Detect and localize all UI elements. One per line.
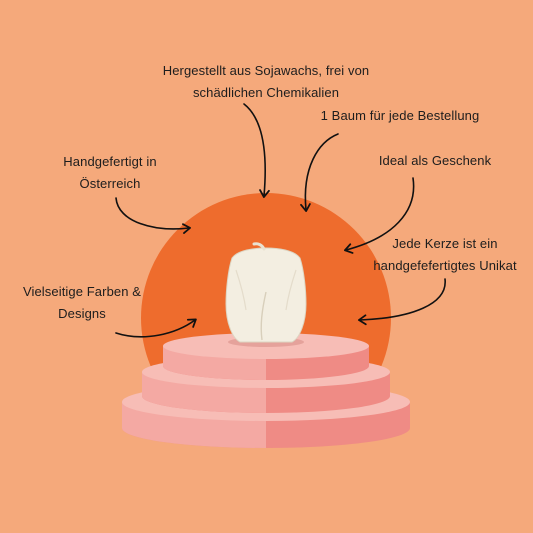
arrow-icon (344, 177, 415, 254)
arrow-icon (357, 278, 446, 326)
label-unikat: Jede Kerze ist ein handgefefertigtes Uni… (370, 233, 520, 277)
label-geschenk: Ideal als Geschenk (360, 150, 510, 172)
pedestal (122, 333, 410, 448)
arrow-icon (115, 318, 197, 338)
label-line: handgefefertigtes Unikat (373, 258, 517, 273)
label-line: Ideal als Geschenk (378, 153, 492, 168)
label-farben: Vielseitige Farben & Designs (12, 281, 152, 325)
label-line: Handgefertigt in (63, 154, 157, 169)
candle-icon (225, 242, 307, 347)
pedestal-tier-top (163, 333, 369, 380)
arrow-icon (300, 133, 339, 213)
label-line: schädlichen Chemikalien (192, 85, 340, 100)
label-sojawachs: Hergestellt aus Sojawachs, frei von schä… (118, 60, 414, 104)
arrow-icon (115, 197, 192, 234)
label-line: Designs (58, 306, 106, 321)
arrow-icon (243, 103, 270, 199)
label-baum: 1 Baum für jede Bestellung (300, 105, 500, 127)
label-line: Hergestellt aus Sojawachs, frei von (162, 63, 370, 78)
label-line: 1 Baum für jede Bestellung (320, 108, 480, 123)
label-handgefertigt: Handgefertigt in Österreich (40, 151, 180, 195)
label-line: Jede Kerze ist ein (392, 236, 498, 251)
label-line: Österreich (79, 176, 141, 191)
label-line: Vielseitige Farben & (22, 284, 142, 299)
